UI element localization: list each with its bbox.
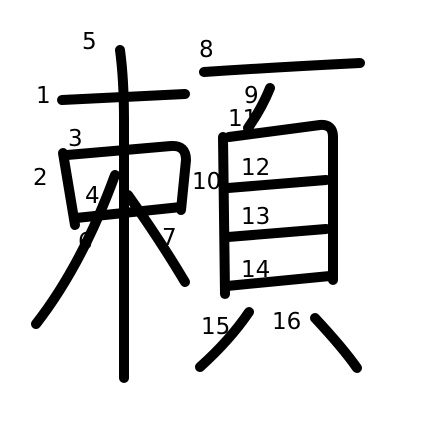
stroke-10 [218, 132, 230, 299]
stroke-9 [243, 83, 275, 133]
stroke-13 [223, 224, 331, 242]
stroke-15 [195, 307, 254, 372]
stroke-number-14: 14 [241, 257, 270, 283]
stroke-number-15: 15 [201, 314, 230, 340]
stroke-number-3: 3 [68, 126, 83, 152]
stroke-number-8: 8 [199, 37, 214, 63]
stroke-8 [199, 58, 365, 77]
stroke-2 [58, 148, 80, 230]
stroke-6 [31, 170, 120, 329]
strokes-layer [31, 45, 365, 383]
stroke-number-4: 4 [85, 183, 100, 209]
stroke-number-11: 11 [228, 106, 257, 132]
stroke-11 [224, 119, 338, 285]
stroke-number-5: 5 [82, 29, 97, 55]
stroke-number-9: 9 [244, 83, 259, 109]
stroke-3 [62, 140, 191, 215]
stroke-12 [223, 175, 331, 193]
stroke-number-16: 16 [272, 309, 301, 335]
stroke-14 [222, 271, 335, 291]
stroke-5 [115, 45, 129, 383]
stroke-16 [310, 313, 362, 373]
stroke-7 [123, 190, 190, 287]
stroke-number-7: 7 [162, 225, 177, 251]
stroke-number-6: 6 [78, 229, 93, 255]
stroke-number-1: 1 [36, 83, 51, 109]
stroke-number-2: 2 [33, 165, 48, 191]
stroke-number-13: 13 [241, 204, 270, 230]
stroke-number-10: 10 [192, 169, 221, 195]
stroke-number-12: 12 [241, 155, 270, 181]
